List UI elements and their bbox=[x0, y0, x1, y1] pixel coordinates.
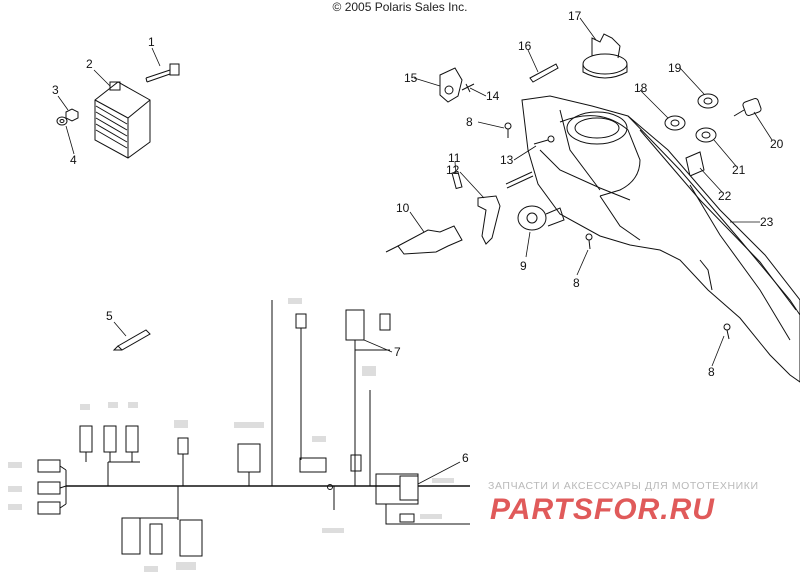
callout-9: 9 bbox=[520, 259, 527, 273]
callout-1: 1 bbox=[148, 35, 155, 49]
callout-23: 23 bbox=[760, 215, 774, 229]
part-clip-22 bbox=[685, 151, 705, 177]
part-bolt-1 bbox=[145, 63, 180, 83]
callout-10: 10 bbox=[396, 201, 410, 215]
part-screw-8a bbox=[504, 122, 512, 138]
callout-3: 3 bbox=[52, 83, 59, 97]
callout-8c: 8 bbox=[708, 365, 715, 379]
part-key-20 bbox=[733, 98, 762, 117]
part-washer-21 bbox=[695, 127, 717, 143]
callout-8a: 8 bbox=[466, 115, 473, 129]
callout-14: 14 bbox=[486, 89, 500, 103]
callout-13: 13 bbox=[500, 153, 514, 167]
part-pin-11 bbox=[451, 170, 463, 190]
callout-2: 2 bbox=[86, 57, 93, 71]
harness-tiny-labels bbox=[8, 298, 454, 572]
callout-11: 11 bbox=[448, 151, 461, 165]
part-cap-17 bbox=[582, 33, 628, 79]
watermark-tagline: ЗАПЧАСТИ И АКСЕССУАРЫ ДЛЯ МОТОТЕХНИКИ bbox=[488, 480, 759, 492]
callout-19: 19 bbox=[668, 61, 682, 75]
callout-4: 4 bbox=[70, 153, 77, 167]
watermark-logo: PARTSFOR.RU bbox=[490, 493, 715, 526]
part-bracket-15 bbox=[439, 67, 463, 103]
callout-7: 7 bbox=[394, 345, 401, 359]
copyright-notice: © 2005 Polaris Sales Inc. bbox=[332, 0, 468, 14]
part-strap-5 bbox=[112, 329, 151, 351]
callout-16: 16 bbox=[518, 39, 532, 53]
part-grommet-18 bbox=[664, 115, 686, 131]
callout-17: 17 bbox=[568, 9, 582, 23]
part-module-2 bbox=[94, 81, 151, 159]
callout-21: 21 bbox=[732, 163, 746, 177]
part-switch-9 bbox=[517, 205, 565, 231]
callout-6: 6 bbox=[462, 451, 469, 465]
callout-numbers: 1 2 3 4 5 6 7 8 8 8 8 9 10 11 12 13 14 1… bbox=[52, 9, 784, 465]
part-panel-23 bbox=[521, 95, 800, 383]
part-rod-12 bbox=[505, 171, 534, 189]
callout-5: 5 bbox=[106, 309, 113, 323]
callout-12: 12 bbox=[446, 163, 460, 177]
part-clip-16 bbox=[529, 63, 559, 83]
part-screw-8c bbox=[723, 323, 731, 340]
wiring-harness bbox=[37, 300, 470, 557]
part-lever-10 bbox=[477, 195, 501, 245]
part-ring-19 bbox=[697, 93, 719, 109]
callout-20: 20 bbox=[770, 137, 784, 151]
callout-18: 18 bbox=[634, 81, 648, 95]
leader-lines bbox=[57, 17, 773, 485]
part-screw-13 bbox=[533, 135, 555, 145]
part-connector-10 bbox=[385, 225, 463, 255]
callout-8b: 8 bbox=[573, 276, 580, 290]
callout-22: 22 bbox=[718, 189, 732, 203]
part-screw-14 bbox=[461, 83, 475, 93]
part-washer-4 bbox=[56, 116, 68, 126]
callout-15: 15 bbox=[404, 71, 418, 85]
part-screw-8b bbox=[585, 233, 593, 250]
part-nut-3 bbox=[65, 108, 79, 122]
